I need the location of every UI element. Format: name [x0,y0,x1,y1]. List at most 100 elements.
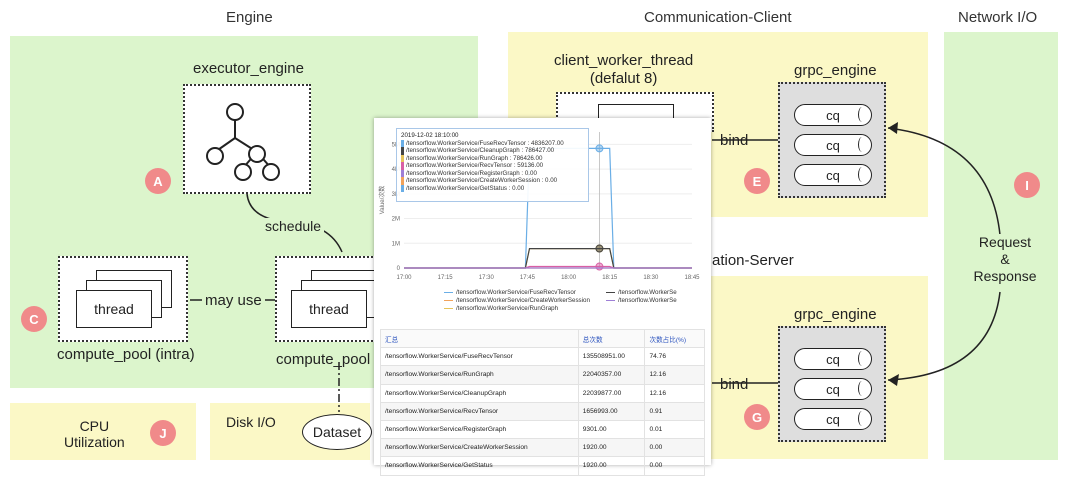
badge-i: I [1014,172,1040,198]
legend-entry[interactable]: /tensorflow.WorkerSe [606,289,677,296]
legend-label: /tensorflow.WorkerSe [618,297,677,304]
table-row: /tensorflow.WorkerService/CreateWorkerSe… [380,438,705,458]
compute-pool-box[interactable]: thread [275,256,387,342]
x-tick-label: 17:15 [438,275,454,281]
summary-table: 汇总 总次数 次数占比(%) /tensorflow.WorkerService… [380,328,705,476]
tooltip-row: /tensorflow.WorkerService/GetStatus : 0.… [401,184,584,192]
table-header: 汇总 [380,328,579,349]
table-cell: /tensorflow.WorkerService/CleanupGraph [380,383,579,403]
badge-j: J [150,420,176,446]
y-axis-label: Value/次数 [378,186,386,215]
engine-title: Engine [226,9,273,26]
schedule-label: schedule [262,218,325,234]
legend-entry[interactable]: /tensorflow.WorkerService/CreateWorkerSe… [444,297,590,304]
table-cell: 0.91 [644,401,705,421]
legend-entry[interactable]: /tensorflow.WorkerService/RunGraph [444,305,558,312]
legend-label: /tensorflow.WorkerService/CreateWorkerSe… [456,297,590,304]
badge-e: E [744,168,770,194]
y-tick-label: 4M [392,167,400,173]
chart-tooltip: 2019-12-02 18:10:00 /tensorflow.WorkerSe… [396,128,589,202]
legend-swatch [606,299,615,302]
client-worker-thread-label: client_worker_thread (defalut 8) [554,52,694,87]
bind-label-server: bind [720,376,749,393]
tooltip-row: /tensorflow.WorkerService/RecvTensor : 5… [401,162,584,170]
thread-card: thread [76,290,152,328]
table-cell: 1656993.00 [577,401,646,421]
legend-swatch [444,299,453,302]
legend-swatch [444,291,453,294]
legend-swatch [606,291,615,294]
x-tick-label: 18:15 [602,275,618,281]
cq-queue: cq [794,378,872,400]
communication-client-title: Communication-Client [644,9,792,26]
thread-card: thread [291,290,367,328]
cq-queue: cq [794,104,872,126]
table-row: /tensorflow.WorkerService/FuseRecvTensor… [380,347,705,367]
cq-queue: cq [794,134,872,156]
series-line [404,248,692,269]
table-cell: 9301.00 [577,419,646,440]
table-cell: 1920.00 [577,456,646,476]
compute-pool-intra-box[interactable]: thread [58,256,188,342]
table-cell: /tensorflow.WorkerService/FuseRecvTensor [380,347,579,367]
grpc-metrics-screenshot: 01M2M3M4M5M17:0017:1517:3017:4518:0018:1… [374,118,711,476]
table-cell: 12.16 [644,365,705,385]
tooltip-row: /tensorflow.WorkerService/CleanupGraph :… [401,147,584,155]
table-cell: 0.00 [644,438,705,458]
executor-engine-box[interactable] [183,84,311,194]
series-point [595,144,604,153]
table-cell: 0.01 [644,419,705,440]
grpc-engine-client-box[interactable]: cq cq cq [778,82,886,198]
grpc-engine-server-box[interactable]: cq cq cq [778,326,886,442]
series-line [404,248,692,269]
tooltip-row: /tensorflow.WorkerService/RunGraph : 786… [401,154,584,162]
x-tick-label: 18:30 [643,275,659,281]
request-response-label: Request & Response [970,234,1040,285]
communication-server-title: ation-Server [712,252,794,269]
legend-entry[interactable]: /tensorflow.WorkerSe [606,297,677,304]
y-tick-label: 1M [392,241,400,247]
cq-queue: cq [794,348,872,370]
x-tick-label: 17:00 [396,275,412,281]
badge-g: G [744,404,770,430]
table-cell: 74.76 [644,347,705,367]
x-tick-label: 18:45 [684,275,700,281]
legend-label: /tensorflow.WorkerService/FuseRecvTensor [456,289,576,296]
x-tick-label: 18:00 [561,275,577,281]
cq-queue: cq [794,408,872,430]
cq-queue: cq [794,164,872,186]
legend-label: /tensorflow.WorkerSe [618,289,677,296]
tree-icon [206,103,280,181]
y-tick-label: 2M [392,217,400,223]
compute-pool-label: compute_pool [276,351,371,368]
table-header: 总次数 [577,328,646,349]
legend-label: /tensorflow.WorkerService/RunGraph [456,305,559,312]
table-cell: 22039877.00 [577,383,646,403]
dataset-node[interactable]: Dataset [302,414,372,450]
tooltip-row: /tensorflow.WorkerService/CreateWorkerSe… [401,177,584,185]
table-cell: /tensorflow.WorkerService/RunGraph [380,365,579,385]
disk-io-label: Disk I/O [226,414,276,430]
y-tick-label: 0 [397,266,401,272]
table-cell: 0.00 [644,456,705,476]
y-tick-label: 5M [392,142,400,148]
x-tick-label: 17:45 [520,275,536,281]
legend-entry[interactable]: /tensorflow.WorkerService/FuseRecvTensor [444,289,576,296]
network-io-title: Network I/O [958,9,1038,26]
badge-c: C [21,306,47,332]
tooltip-row: /tensorflow.WorkerService/RegisterGraph … [401,169,584,177]
table-cell: 22040357.00 [577,365,646,385]
y-tick-label: 3M [392,192,400,198]
table-cell: /tensorflow.WorkerService/RegisterGraph [380,419,579,440]
bind-label-client: bind [720,132,749,149]
grpc-engine-label-client: grpc_engine [794,62,877,79]
grpc-engine-label-server: grpc_engine [794,306,877,323]
table-cell: 1920.00 [577,438,646,458]
tooltip-date: 2019-12-02 18:10:00 [401,132,459,139]
cpu-utilization-label: CPU Utilization [64,418,125,450]
